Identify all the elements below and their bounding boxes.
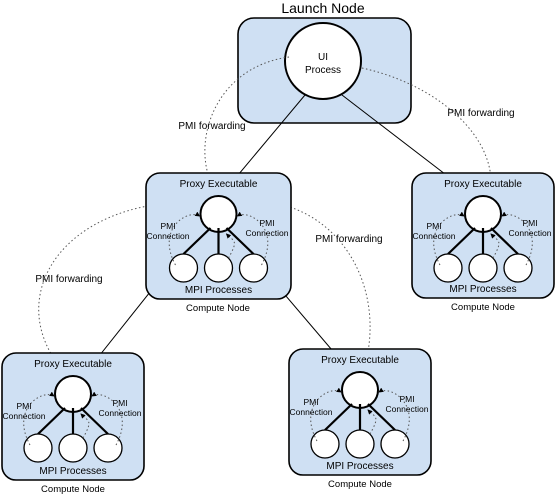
mpi-processes-label: MPI Processes	[39, 466, 106, 477]
launch-node-title: Launch Node	[281, 0, 365, 16]
mpi-processes-label: MPI Processes	[326, 461, 393, 472]
proxy-to-mpi-line	[447, 227, 476, 255]
pmi-forwarding-lower-label: PMI forwarding	[35, 274, 102, 285]
compute-node-1: Proxy ExecutablePMIConnectionPMIConnecti…	[145, 172, 292, 314]
proxy-executable-label: Proxy Executable	[444, 179, 522, 190]
proxy-to-mpi-line	[80, 407, 109, 435]
compute-node-label: Compute Node	[41, 484, 105, 495]
compute-node-3: Proxy ExecutablePMIConnectionPMIConnecti…	[1, 352, 145, 495]
pmi-connection-left-label-line1: PMI	[303, 397, 318, 407]
mpi-process-circle	[468, 253, 498, 283]
pmi-connection-right-label-line2: Connection	[508, 228, 551, 238]
pmi-connection-left-label-line2: Connection	[289, 407, 332, 417]
compute-node-4: Proxy ExecutablePMIConnectionPMIConnecti…	[288, 348, 432, 490]
pmi-connection-right-label-line2: Connection	[385, 404, 428, 414]
compute-nodes: Proxy ExecutablePMIConnectionPMIConnecti…	[1, 172, 555, 495]
proxy-to-mpi-line	[367, 403, 396, 431]
pmi-connection-right-label-line2: Connection	[245, 228, 288, 238]
pmi-connection-curve	[490, 233, 500, 259]
pmi-connection-left-label-line1: PMI	[160, 221, 175, 231]
pmi-forwarding-mid-label: PMI forwarding	[315, 234, 382, 245]
mpi-processes-label: MPI Processes	[449, 284, 516, 295]
pmi-connection-left-label-line2: Connection	[412, 231, 455, 241]
pmi-connection-right-label-line1: PMI	[399, 394, 414, 404]
mpi-process-circle	[203, 253, 234, 283]
mpi-process-circle	[345, 429, 375, 459]
proxy-executable-circle	[464, 195, 502, 233]
pmi-connection-right-label-line1: PMI	[112, 398, 127, 408]
pmi-connection-curve	[80, 413, 90, 439]
proxy-executable-label: Proxy Executable	[321, 355, 399, 366]
proxy-to-mpi-line	[182, 227, 212, 255]
compute-node-label: Compute Node	[328, 479, 392, 490]
proxy-to-mpi-line	[225, 227, 255, 255]
mpi-process-circle	[93, 433, 123, 463]
pmi-connection-curve	[367, 409, 377, 435]
compute-node-label: Compute Node	[186, 303, 250, 314]
pmi-connection-left-label-line1: PMI	[426, 221, 441, 231]
proxy-executable-circle	[341, 371, 379, 409]
mpi-process-circle	[168, 253, 199, 283]
mpi-process-circle	[58, 433, 88, 463]
pmi-connection-left-label-line1: PMI	[16, 401, 31, 411]
mpi-process-circle	[433, 253, 463, 283]
compute-node-label: Compute Node	[451, 302, 515, 313]
ui-process-label-line1: UI	[318, 52, 328, 63]
proxy-to-mpi-line	[324, 403, 353, 431]
proxy-to-mpi-line	[490, 227, 519, 255]
pmi-forwarding-mid-curve	[234, 200, 371, 370]
mpi-processes-label: MPI Processes	[185, 285, 252, 296]
pmi-connection-right-label-line2: Connection	[98, 408, 141, 418]
proxy-executable-circle	[199, 195, 238, 233]
ui-process-circle	[284, 22, 362, 100]
mpi-process-circle	[23, 433, 53, 463]
pmi-connection-left-label-line2: Connection	[146, 231, 189, 241]
proxy-to-mpi-line	[37, 407, 66, 435]
mpi-process-circle	[310, 429, 340, 459]
pmi-connection-right-label-line1: PMI	[522, 218, 537, 228]
mpi-process-circle	[503, 253, 533, 283]
pmi-forwarding-left-label: PMI forwarding	[178, 121, 245, 132]
pmi-connection-curve	[225, 233, 235, 259]
proxy-executable-circle	[54, 375, 92, 413]
compute-node-2: Proxy ExecutablePMIConnectionPMIConnecti…	[411, 172, 555, 313]
proxy-executable-label: Proxy Executable	[180, 179, 258, 190]
pmi-forwarding-right-label: PMI forwarding	[447, 108, 514, 119]
pmi-connection-left-label-line2: Connection	[2, 411, 45, 421]
ui-process-label-line2: Process	[305, 65, 341, 76]
mpi-process-circle	[380, 429, 410, 459]
proxy-executable-label: Proxy Executable	[34, 359, 112, 370]
mpi-process-circle	[238, 253, 269, 283]
pmi-connection-right-label-line1: PMI	[259, 218, 274, 228]
